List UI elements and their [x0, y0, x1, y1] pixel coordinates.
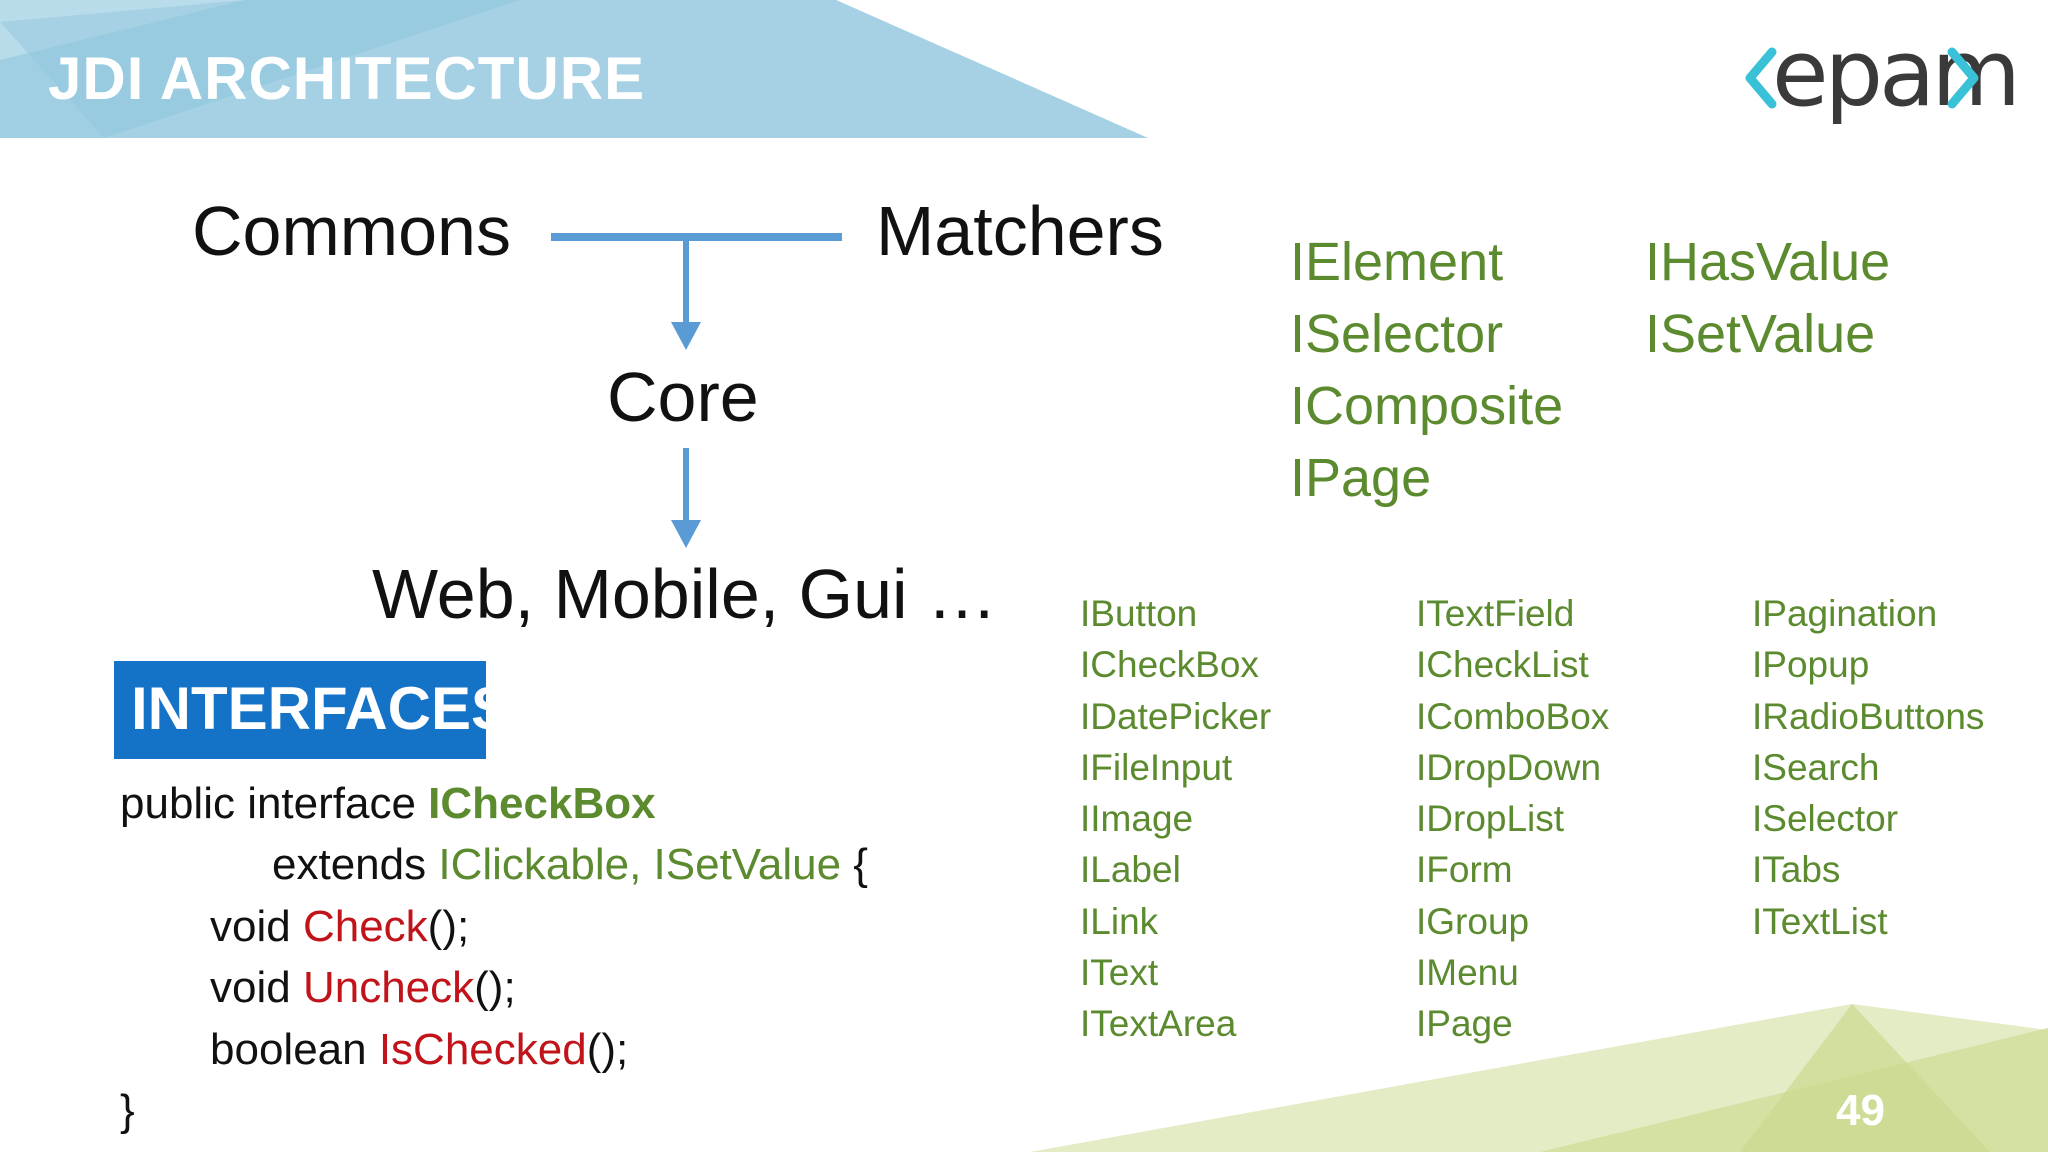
interface-item: IElement	[1290, 232, 1504, 292]
interface-item: ILabel	[1080, 849, 1181, 891]
node-commons: Commons	[192, 192, 511, 270]
interfaces-badge: INTERFACES	[114, 661, 511, 759]
interfaces-badge-label: INTERFACES	[131, 675, 512, 742]
code-keyword: void	[210, 902, 303, 951]
interface-item: IFileInput	[1080, 746, 1233, 788]
core-interfaces-col1: IElement ISelector IComposite IPage	[1290, 226, 1563, 514]
interface-item: IDropDown	[1416, 746, 1602, 788]
interface-item: IPagination	[1752, 593, 1938, 634]
code-parens: ();	[427, 902, 470, 951]
interface-item: ITextField	[1416, 593, 1575, 634]
interface-item: IDatePicker	[1080, 695, 1272, 737]
code-line-1: public interface ICheckBox	[120, 782, 656, 826]
code-parens: ();	[474, 963, 516, 1012]
element-interfaces-col1: IButton ICheckBox IDatePicker IFileInput…	[1080, 588, 1271, 1050]
arrow-down-icon	[671, 520, 701, 548]
diagram-connectors	[551, 233, 842, 548]
interface-item: IRadioButtons	[1752, 695, 1985, 737]
interface-item: IButton	[1080, 593, 1198, 634]
code-keyword: public interface	[120, 779, 429, 828]
interface-item: IPage	[1416, 1003, 1513, 1045]
code-method-name: Check	[302, 902, 428, 951]
interface-item: ISelector	[1752, 798, 1899, 840]
interface-item: IForm	[1416, 849, 1513, 891]
interface-item: ITabs	[1752, 849, 1841, 891]
code-parens: ();	[586, 1025, 629, 1074]
interface-item: ICheckBox	[1080, 644, 1259, 686]
slide-title: JDI ARCHITECTURE	[48, 45, 646, 112]
code-brace: {	[841, 840, 868, 889]
interface-item: ITextArea	[1080, 1003, 1237, 1045]
interface-item: ISetValue	[1645, 304, 1876, 364]
code-keyword: boolean	[210, 1025, 379, 1074]
interface-item: IComboBox	[1416, 695, 1610, 737]
arrow-down-icon	[671, 322, 701, 350]
interface-item: IHasValue	[1645, 232, 1891, 292]
interface-item: IImage	[1080, 798, 1194, 840]
code-method-name: Uncheck	[302, 963, 475, 1012]
interface-item: ISelector	[1290, 304, 1504, 364]
node-matchers: Matchers	[876, 192, 1164, 270]
interface-item: IPopup	[1752, 644, 1870, 686]
node-core: Core	[607, 358, 759, 436]
interface-item: ISearch	[1752, 746, 1880, 788]
interface-item: IPage	[1290, 448, 1432, 508]
interface-item: ICheckList	[1416, 644, 1589, 686]
header-band-dark	[0, 0, 520, 138]
code-keyword: extends	[272, 840, 439, 889]
code-extended-types: IClickable, ISetValue	[438, 840, 842, 889]
code-line-2: extends IClickable, ISetValue {	[272, 843, 868, 887]
page-number: 49	[1836, 1086, 1885, 1135]
code-keyword: void	[210, 963, 303, 1012]
element-interfaces-col3: IPagination IPopup IRadioButtons ISearch…	[1752, 588, 1984, 947]
logo-bracket-right-icon	[1947, 47, 1979, 109]
code-line-3: void Check();	[210, 905, 469, 949]
code-interface-name: ICheckBox	[428, 779, 656, 828]
logo-bracket-left-icon	[1745, 47, 1777, 109]
code-line-6: }	[120, 1086, 135, 1135]
interface-item: IText	[1080, 952, 1159, 994]
interface-item: IMenu	[1416, 952, 1519, 994]
epam-logo: epam	[1742, 22, 2021, 134]
footer-band-tri	[1740, 1004, 1990, 1152]
node-platforms: Web, Mobile, Gui …	[372, 555, 998, 633]
interface-item: IDropList	[1416, 798, 1565, 840]
code-method-name: IsChecked	[378, 1025, 587, 1074]
logo-wordmark: epam	[1772, 20, 2021, 127]
interface-item: ITextList	[1752, 900, 1888, 942]
code-line-5: boolean IsChecked();	[210, 1028, 628, 1072]
core-interfaces-col2: IHasValue ISetValue	[1645, 226, 1890, 370]
interface-item: IGroup	[1416, 900, 1530, 942]
code-line-4: void Uncheck();	[210, 966, 516, 1010]
interface-item: ILink	[1080, 900, 1159, 942]
interface-item: IComposite	[1290, 376, 1564, 436]
element-interfaces-col2: ITextField ICheckList IComboBox IDropDow…	[1416, 588, 1609, 1050]
